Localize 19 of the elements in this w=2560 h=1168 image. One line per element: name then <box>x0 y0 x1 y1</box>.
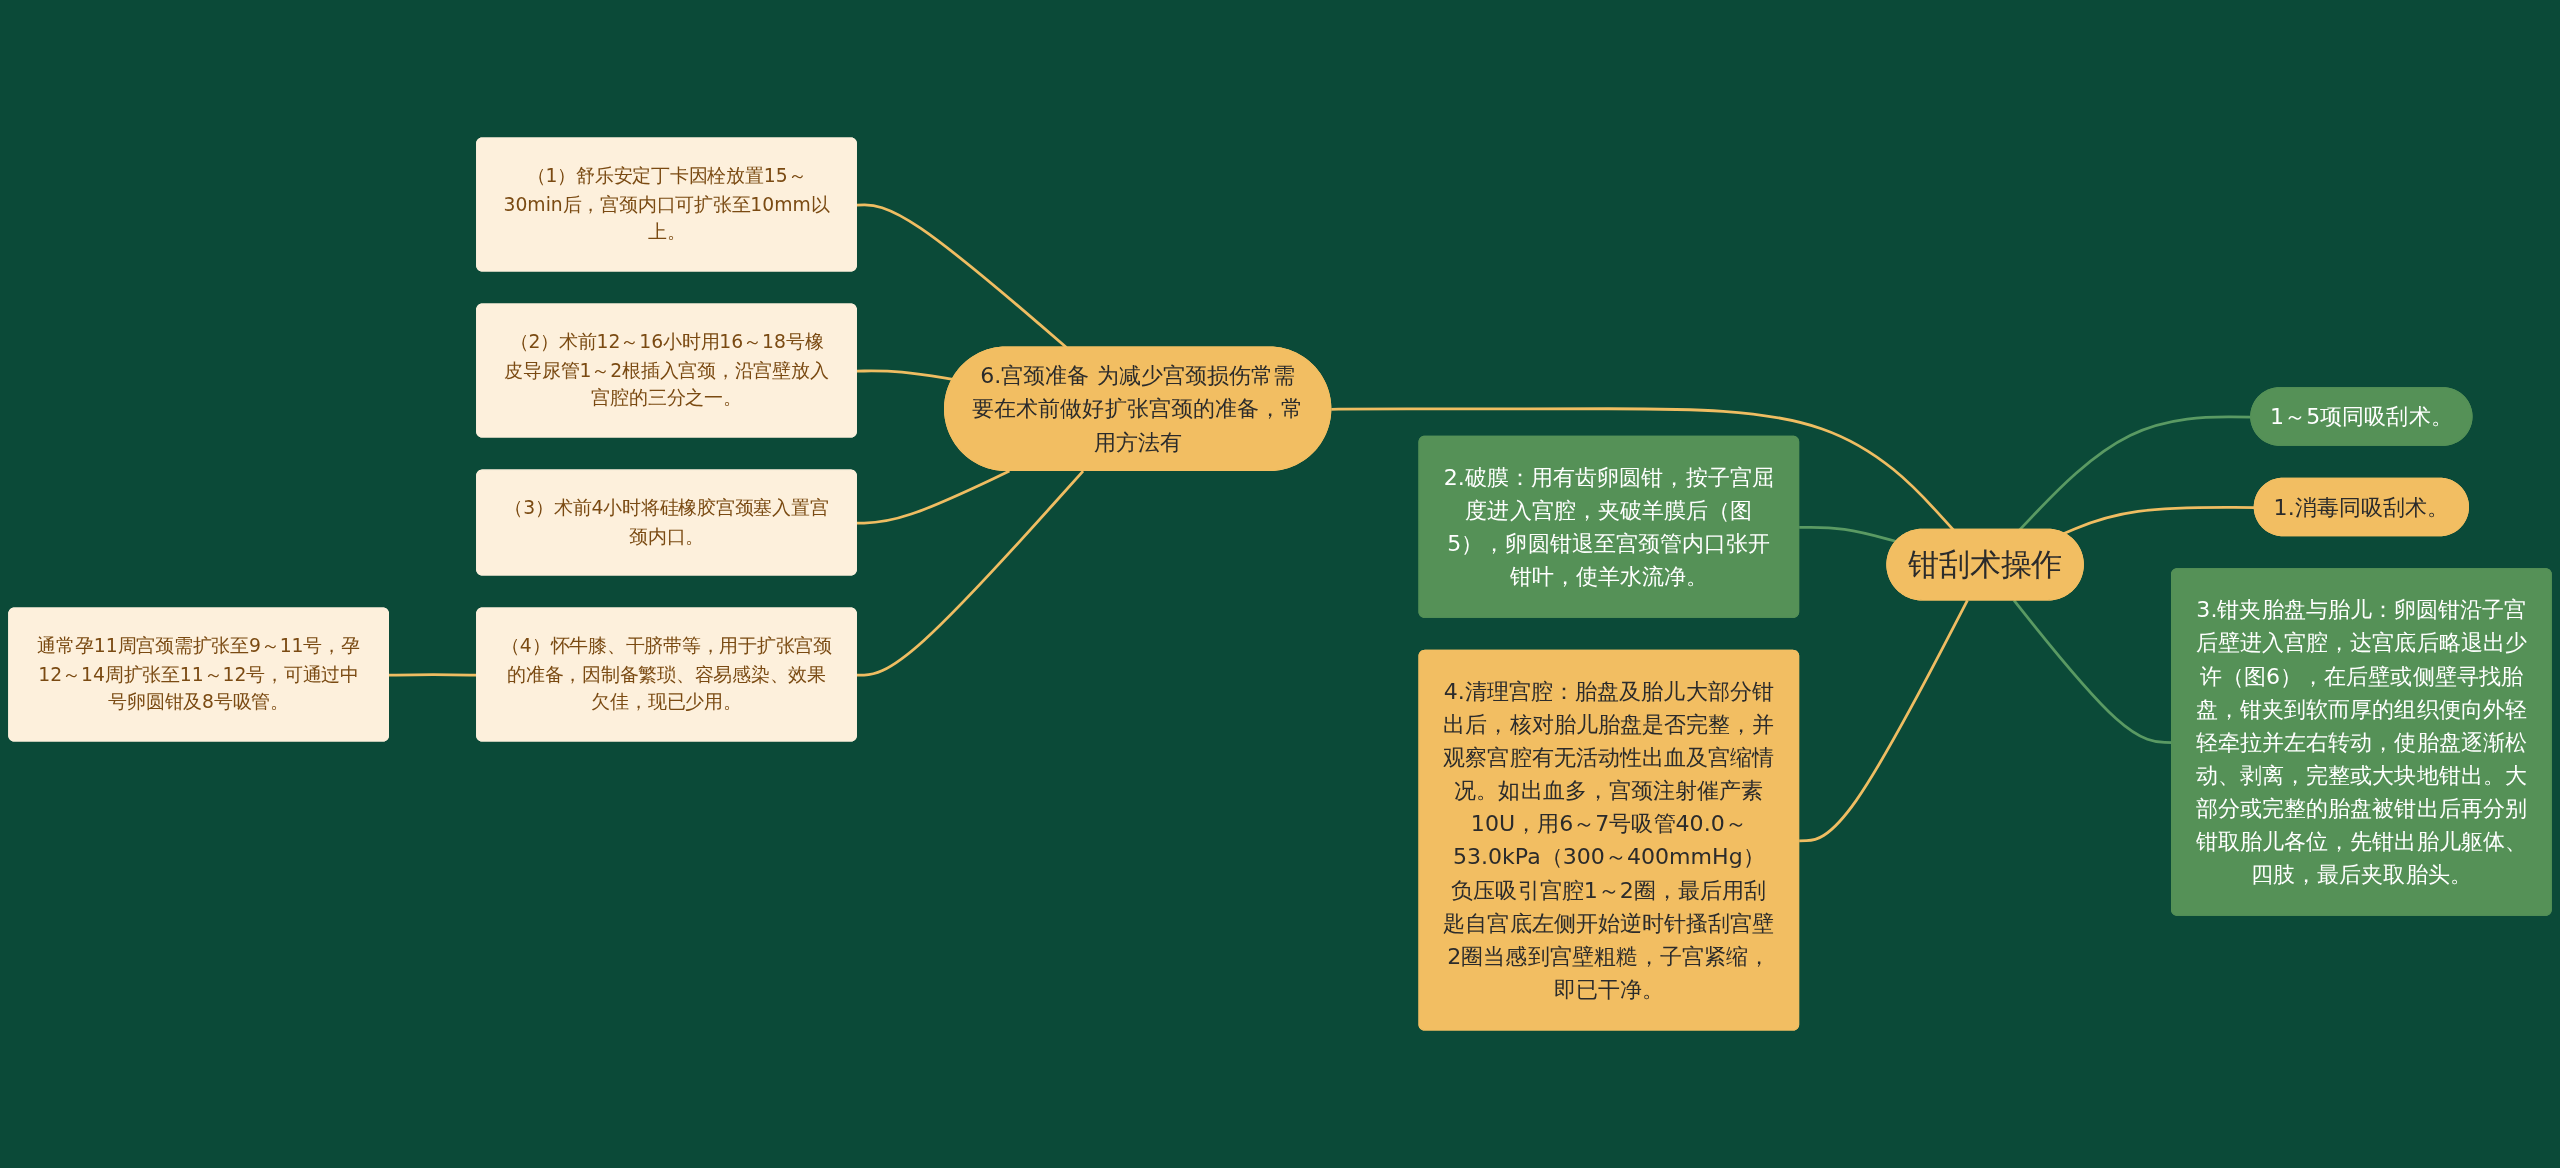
topic-node: 2.破膜：用有齿卵圆钳，按子宫屈度进入宫腔，夹破羊膜后（图5），卵圆钳退至宫颈管内口张开钳叶，使羊水流净。 <box>1418 435 1800 618</box>
topic-node: （1）舒乐安定丁卡因栓放置15～30min后，宫颈内口可扩张至10mm以上。 <box>476 137 857 272</box>
topic-node: 6.宫颈准备 为减少宫颈损伤常需要在术前做好扩张宫颈的准备，常用方法有 <box>944 346 1332 472</box>
connector-line <box>856 469 1010 525</box>
topic-node: （3）术前4小时将硅橡胶宫颈塞入置宫颈内口。 <box>476 469 857 576</box>
connector-line <box>2063 506 2255 535</box>
connector-line <box>1799 525 1897 543</box>
topic-node: 1.消毒同吸刮术。 <box>2253 477 2469 537</box>
topic-node: 通常孕11周宫颈需扩张至9～11号，孕12～14周扩张至11～12号，可通过中号卵圆钳及8号吸管。 <box>8 607 389 742</box>
topic-node: （2）术前12～16小时用16～18号橡皮导尿管1～2根插入宫颈，沿宫壁放入宫腔的三分之一。 <box>476 303 857 438</box>
topic-node: （4）怀牛膝、干脐带等，用于扩张宫颈的准备，因制备繁琐、容易感染、效果欠佳，现已少用。 <box>476 607 857 742</box>
connector-line <box>856 470 1085 677</box>
connector-line <box>856 369 954 381</box>
connector-line <box>1331 407 1955 531</box>
topic-node: 钳刮术操作 <box>1886 528 2084 601</box>
topic-node: 3.钳夹胎盘与胎儿：卵圆钳沿子宫后壁进入宫腔，达宫底后略退出少许（图6），在后壁或侧壁寻找胎盘，钳夹到软而厚的组织便向外轻轻牵拉并左右转动，使胎盘逐渐松动、剥离，完整或大块地钳出。大部分或完整的胎盘被钳出后再分别钳取胎儿各位，先钳出胎儿躯体、四肢，最后夹取胎头。 <box>2171 568 2552 916</box>
connector-line <box>1799 599 1969 843</box>
topic-node: 4.清理宫腔：胎盘及胎儿大部分钳出后，核对胎儿胎盘是否完整，并观察宫腔有无活动性出血及宫缩情况。如出血多，宫颈注射催产素10U，用6～7号吸管40.0～53.0kPa（300～400mmHg）负压吸引宫腔1～2圈，最后用刮匙自宫底左侧开始逆时针搔刮宫壁2圈当感到宫壁粗糙，子宫紧缩，即已干净。 <box>1418 649 1800 1031</box>
topic-node: 1～5项同吸刮术。 <box>2250 387 2473 446</box>
